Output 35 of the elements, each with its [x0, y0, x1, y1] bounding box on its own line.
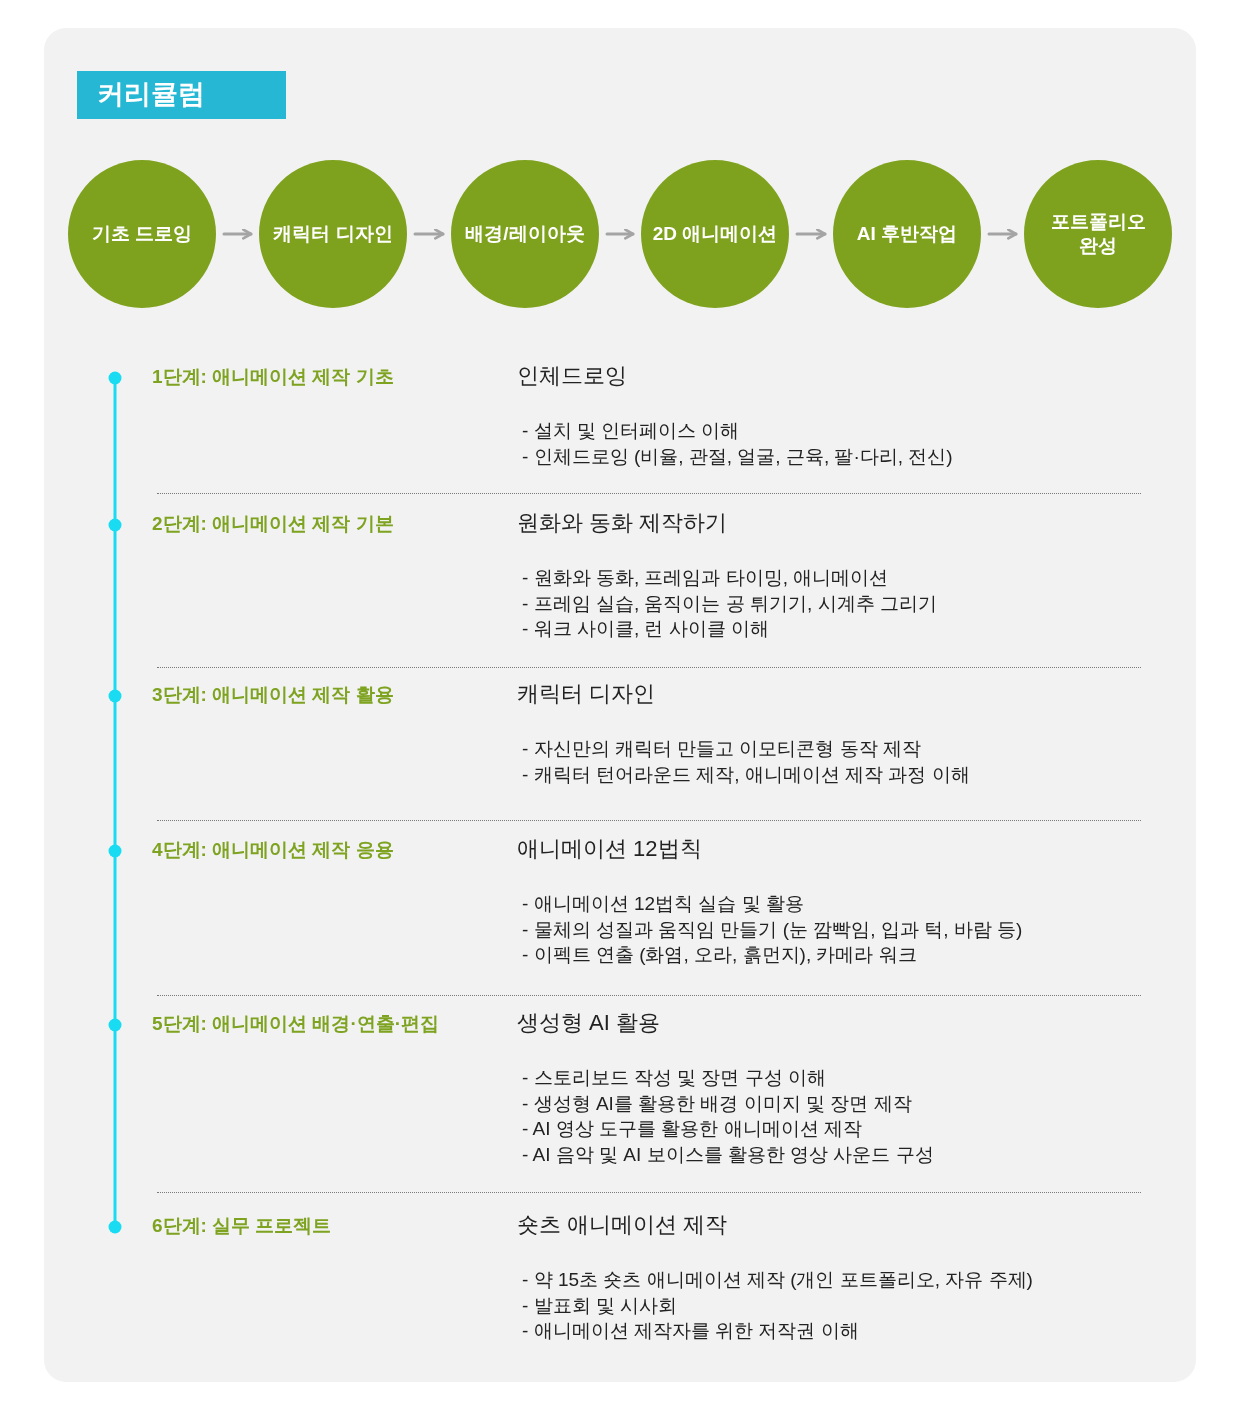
bullet-item: - 스토리보드 작성 및 장면 구성 이해 — [522, 1066, 826, 1090]
bullet-item: - 캐릭터 턴어라운드 제작, 애니메이션 제작 과정 이해 — [522, 762, 970, 787]
module-heading: 숏츠 애니메이션 제작 — [517, 1211, 728, 1239]
bullet-item: - 프레임 실습, 움직이는 공 튀기기, 시계추 그리기 — [522, 591, 937, 616]
bullet-item: - 약 15초 숏츠 애니메이션 제작 (개인 포트폴리오, 자유 주제) — [522, 1268, 1033, 1292]
module-heading: 생성형 AI 활용 — [517, 1009, 660, 1037]
arrow — [413, 228, 445, 240]
stage-title: 6단계: 실무 프로젝트 — [152, 1214, 332, 1238]
bullet-item: - 애니메이션 제작자를 위한 저작권 이해 — [522, 1319, 859, 1343]
bullet-item: - 원화와 동화, 프레임과 타이밍, 애니메이션 — [522, 566, 889, 590]
arrow — [795, 228, 827, 240]
bullet-item: - AI 영상 도구를 활용한 애니메이션 제작 — [522, 1117, 862, 1141]
arrow — [605, 228, 635, 240]
bullet-item: - 자신만의 캐릭터 만들고 이모티콘형 동작 제작 — [522, 737, 921, 761]
bullet-item: - 이펙트 연출 (화염, 오라, 흙먼지), 카메라 워크 — [522, 943, 917, 967]
arrow — [222, 228, 253, 240]
bullet-item: - 설치 및 인터페이스 이해 — [522, 419, 740, 443]
bullet-item: - 생성형 AI를 활용한 배경 이미지 및 장면 제작 — [522, 1091, 912, 1116]
stage-title: 1단계: 애니메이션 제작 기초 — [152, 365, 394, 389]
stage-title: 4단계: 애니메이션 제작 응용 — [152, 838, 394, 862]
bullet-item: - 물체의 성질과 움직임 만들기 (눈 깜빡임, 입과 턱, 바람 등) — [522, 917, 1023, 942]
bullet-item: - 인체드로잉 (비율, 관절, 얼굴, 근육, 팔·다리, 전신) — [522, 444, 953, 469]
bullet-item: - 발표회 및 시사회 — [522, 1293, 678, 1318]
stage-title: 5단계: 애니메이션 배경·연출·편집 — [152, 1012, 440, 1036]
module-heading: 인체드로잉 — [517, 362, 627, 390]
bullet-item: - AI 음악 및 AI 보이스를 활용한 영상 사운드 구성 — [522, 1142, 934, 1167]
module-heading: 애니메이션 12법칙 — [517, 835, 702, 863]
bullet-item: - 워크 사이클, 런 사이클 이해 — [522, 617, 769, 641]
module-heading: 캐릭터 디자인 — [517, 680, 656, 708]
module-heading: 원화와 동화 제작하기 — [517, 509, 728, 537]
title-banner: 커리큘럼 — [77, 71, 286, 119]
stage-title: 3단계: 애니메이션 제작 활용 — [152, 683, 394, 707]
stage-title: 2단계: 애니메이션 제작 기본 — [152, 512, 394, 536]
bullet-item: - 애니메이션 12법칙 실습 및 활용 — [522, 892, 804, 916]
arrow — [987, 228, 1018, 240]
